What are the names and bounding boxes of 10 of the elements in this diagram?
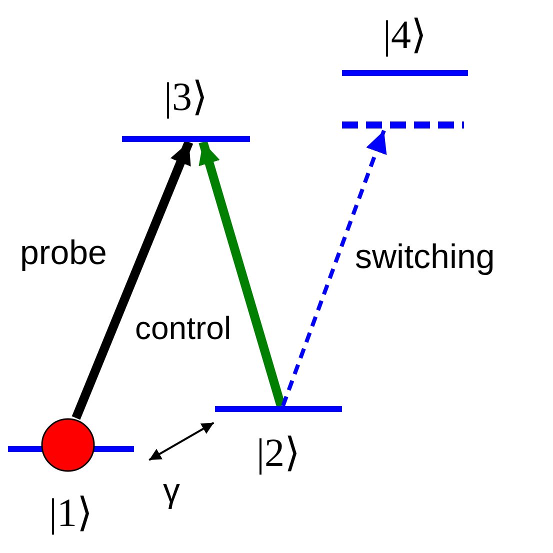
arrow (148, 422, 214, 461)
state-label: |2⟩ (255, 429, 302, 477)
edge-label: probe (20, 236, 107, 270)
arrow (281, 130, 387, 407)
arrow (198, 140, 286, 408)
arrow (72, 140, 194, 420)
state-label: |1⟩ (48, 489, 94, 537)
state-label: |4⟩ (382, 11, 428, 59)
state-label: |3⟩ (162, 73, 209, 121)
edge-label: switching (355, 240, 495, 274)
